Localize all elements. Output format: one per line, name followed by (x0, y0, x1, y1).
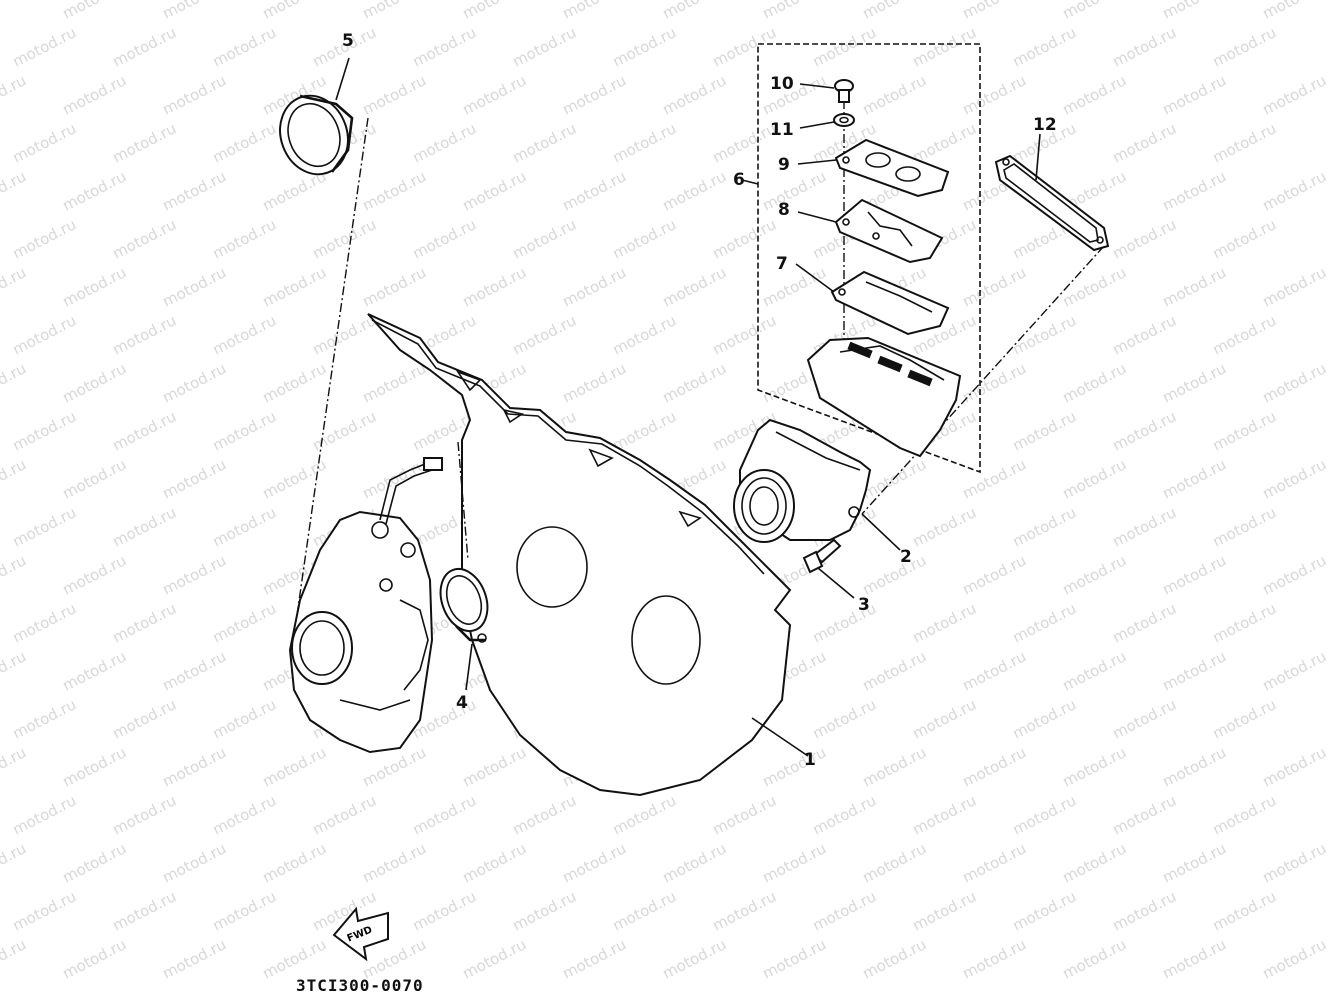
callout-11: 11 (770, 120, 794, 140)
leader-11 (799, 121, 835, 129)
callout-10: 10 (770, 74, 794, 94)
leader-4 (465, 643, 473, 691)
callout-3: 3 (858, 595, 870, 615)
callout-12: 12 (1033, 115, 1057, 135)
callout-5: 5 (342, 31, 354, 51)
leader-10 (799, 83, 835, 89)
callout-8: 8 (778, 200, 790, 220)
callout-4: 4 (456, 693, 468, 713)
leader-9 (797, 159, 837, 165)
callout-6: 6 (733, 170, 745, 190)
fwd-arrow-icon: FWD (332, 906, 389, 962)
callout-2: 2 (900, 547, 912, 567)
leader-8 (797, 211, 837, 223)
part-3-bolt (802, 538, 842, 574)
part-1-cover-plate (367, 313, 792, 797)
leader-7 (795, 263, 835, 293)
part-12-gasket (994, 154, 1110, 252)
reed-valve-group-box (757, 43, 981, 474)
callout-1: 1 (804, 750, 816, 770)
part-4-clamp (439, 568, 489, 643)
part-11-washer (833, 113, 855, 127)
assembly-line-clamp (457, 441, 469, 561)
part-9-stopper-plate (834, 138, 950, 198)
part-10-screw (834, 79, 854, 103)
carburetor (288, 457, 443, 754)
reed-valve-body (806, 336, 962, 458)
callout-7: 7 (776, 254, 788, 274)
leader-1 (751, 717, 809, 757)
assembly-line-left (291, 117, 369, 651)
callout-9: 9 (778, 155, 790, 175)
part-7-reed-plate (830, 270, 950, 336)
leader-12 (1035, 133, 1041, 181)
leader-6 (741, 179, 759, 185)
forward-direction-arrow: FWD (330, 905, 392, 965)
leader-3 (817, 567, 855, 599)
part-8-reed-petal (834, 198, 944, 264)
part-5-boot (279, 94, 354, 176)
leader-2 (861, 513, 901, 551)
part-2-manifold (733, 418, 872, 543)
diagram-code: 3TCI300-0070 (296, 976, 424, 995)
leader-5 (335, 57, 350, 101)
